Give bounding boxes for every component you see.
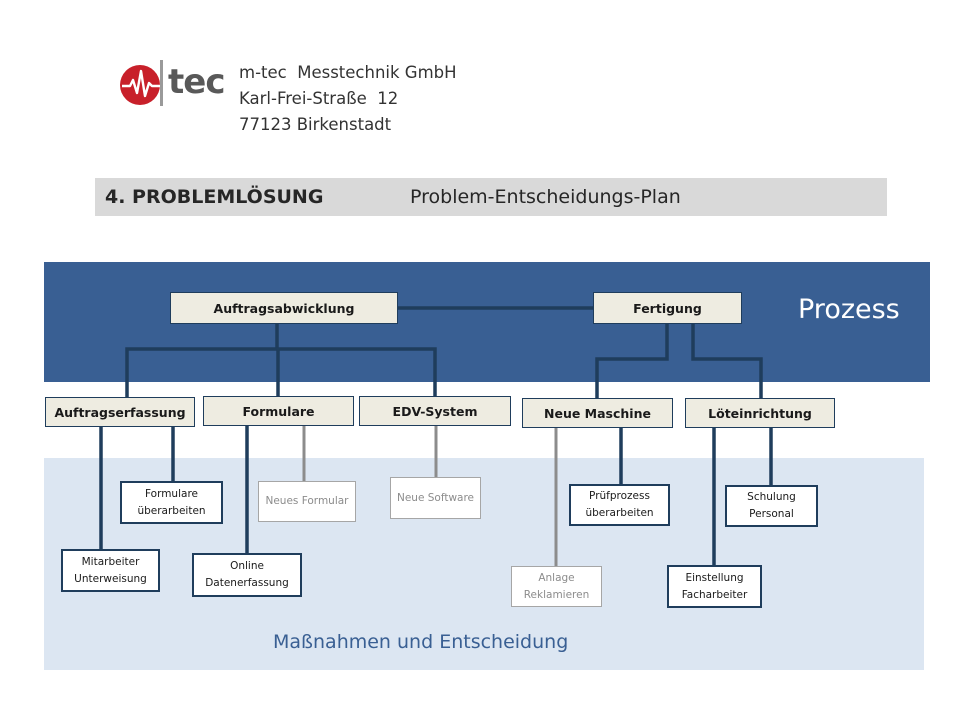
company-city: 77123 Birkenstadt [239,115,392,134]
connector-auftrag-branch [125,347,437,397]
leaf-online-datenerfassung: Online Datenerfassung [192,553,302,597]
leaf-neues-formular: Neues Formular [258,481,356,522]
company-address: m-tec Messtechnik GmbH Karl-Frei-Straße … [239,60,457,138]
company-name: m-tec Messtechnik GmbH [239,63,457,82]
leaf-formulare-ueberarbeiten: Formulare überarbeiten [120,481,223,524]
leaf-neue-software: Neue Software [390,477,481,519]
logo-wave-icon [120,65,164,105]
logo-divider [160,60,163,106]
logo-text: tec [168,62,225,102]
connector-fertigung-maschine [595,324,669,398]
measures-band-label: Maßnahmen und Entscheidung [273,631,569,653]
leaf-mitarbeiter-unterweisung: Mitarbeiter Unterweisung [61,549,160,592]
title-bar: 4. PROBLEMLÖSUNG Problem-Entscheidungs-P… [95,178,887,216]
leaf-pruefprozess-ueberarbeiten: Prüfprozess überarbeiten [569,484,670,526]
node-auftragserfassung: Auftragserfassung [45,397,195,427]
leaf-schulung-personal: Schulung Personal [725,485,818,527]
node-formulare: Formulare [203,396,354,426]
leaf-anlage-reklamieren: Anlage Reklamieren [511,566,602,607]
leaf-einstellung-facharbeiter: Einstellung Facharbeiter [667,565,762,608]
page-title: Problem-Entscheidungs-Plan [410,186,681,208]
company-logo: tec [118,60,225,108]
node-loeteinrichtung: Löteinrichtung [685,398,835,428]
section-title: 4. PROBLEMLÖSUNG [105,186,324,208]
company-street: Karl-Frei-Straße 12 [239,89,399,108]
connector-fertigung-loet [691,324,763,398]
node-auftragsabwicklung: Auftragsabwicklung [170,292,398,324]
node-fertigung: Fertigung [593,292,742,324]
node-neue-maschine: Neue Maschine [522,398,673,428]
node-edv-system: EDV-System [359,396,511,426]
process-band-label: Prozess [798,294,900,325]
